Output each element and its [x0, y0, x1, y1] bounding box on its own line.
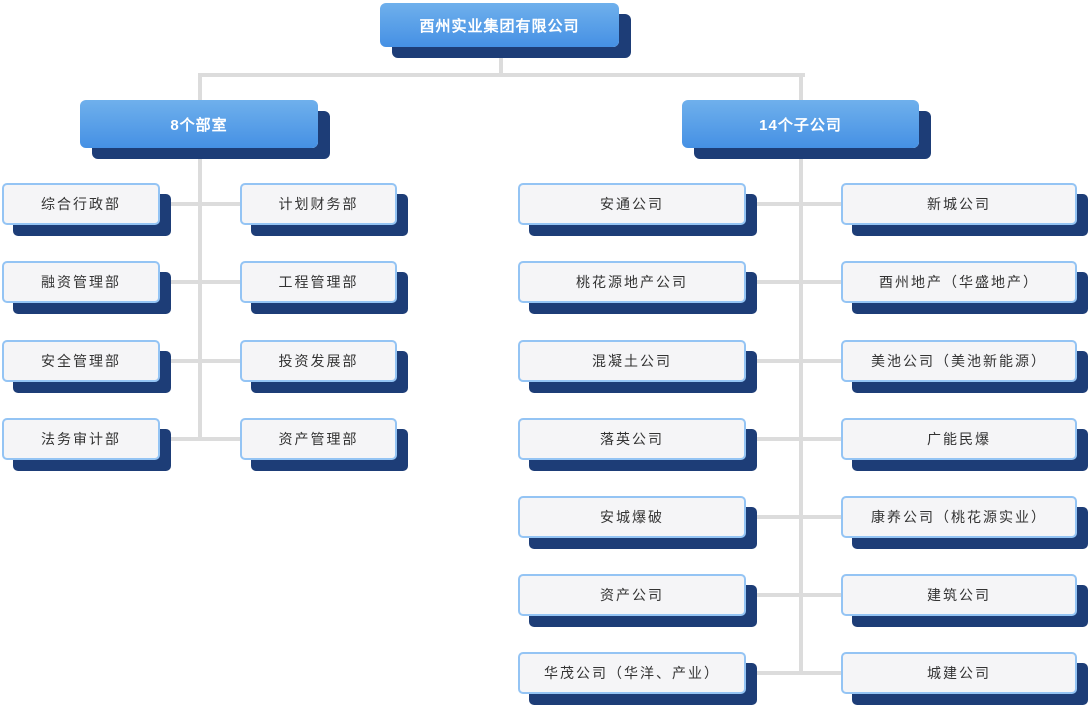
subsidiary-label: 安城爆破: [600, 509, 664, 525]
dept-node: 计划财务部: [240, 183, 397, 225]
subsidiary-label: 建筑公司: [927, 587, 991, 603]
dept-label: 资产管理部: [278, 431, 359, 447]
subsidiary-node: 新城公司: [841, 183, 1077, 225]
dept-node: 综合行政部: [2, 183, 160, 225]
dept-node: 资产管理部: [240, 418, 397, 460]
root-node-label: 酉州实业集团有限公司: [419, 17, 580, 35]
dept-label: 投资发展部: [278, 353, 359, 369]
subsidiary-label: 华茂公司（华洋、产业）: [544, 665, 720, 681]
subsidiary-label: 广能民爆: [927, 431, 991, 447]
subsidiary-node: 城建公司: [841, 652, 1077, 694]
dept-node: 投资发展部: [240, 340, 397, 382]
subsidiary-node: 安通公司: [518, 183, 746, 225]
dept-node: 安全管理部: [2, 340, 160, 382]
connector-right-row: [740, 437, 850, 441]
subsidiary-label: 美池公司（美池新能源）: [871, 353, 1047, 369]
subsidiary-node: 安城爆破: [518, 496, 746, 538]
dept-label: 法务审计部: [41, 431, 121, 447]
subsidiary-label: 混凝土公司: [592, 353, 672, 369]
subsidiary-label: 落英公司: [600, 431, 664, 447]
dept-node: 工程管理部: [240, 261, 397, 303]
root-node: 酉州实业集团有限公司: [380, 3, 619, 47]
subsidiary-label: 安通公司: [600, 196, 664, 212]
connector-right-row: [740, 359, 850, 363]
subsidiary-node: 混凝土公司: [518, 340, 746, 382]
subsidiary-node: 桃花源地产公司: [518, 261, 746, 303]
dept-label: 安全管理部: [41, 353, 121, 369]
dept-label: 计划财务部: [278, 196, 359, 212]
connector-right-row: [740, 515, 850, 519]
subsidiary-label: 桃花源地产公司: [576, 274, 688, 290]
connector-right-row: [740, 593, 850, 597]
connector-right-row: [740, 280, 850, 284]
dept-label: 工程管理部: [278, 274, 359, 290]
dept-node: 法务审计部: [2, 418, 160, 460]
subsidiary-label: 康养公司（桃花源实业）: [871, 509, 1047, 525]
connector-top-horizontal: [198, 73, 805, 77]
connector-right-row: [740, 202, 850, 206]
subsidiary-node: 酉州地产（华盛地产）: [841, 261, 1077, 303]
connector-left-row: [150, 437, 250, 441]
left-branch-header: 8个部室: [80, 100, 318, 148]
left-branch-label: 8个部室: [170, 116, 228, 134]
subsidiary-node: 落英公司: [518, 418, 746, 460]
connector-right-row: [740, 671, 850, 675]
right-branch-label: 14个子公司: [759, 116, 842, 134]
subsidiary-node: 资产公司: [518, 574, 746, 616]
subsidiary-node: 建筑公司: [841, 574, 1077, 616]
dept-node: 融资管理部: [2, 261, 160, 303]
subsidiary-label: 新城公司: [927, 196, 991, 212]
connector-left-branch-drop: [198, 73, 202, 104]
subsidiary-node: 康养公司（桃花源实业）: [841, 496, 1077, 538]
connector-left-row: [150, 280, 250, 284]
connector-left-trunk: [198, 150, 202, 441]
connector-root-drop: [499, 45, 503, 77]
dept-label: 融资管理部: [41, 274, 121, 290]
right-branch-header: 14个子公司: [682, 100, 919, 148]
connector-right-branch-drop: [799, 73, 803, 104]
subsidiary-node: 美池公司（美池新能源）: [841, 340, 1077, 382]
connector-left-row: [150, 359, 250, 363]
dept-label: 综合行政部: [41, 196, 121, 212]
subsidiary-label: 城建公司: [927, 665, 991, 681]
subsidiary-node: 华茂公司（华洋、产业）: [518, 652, 746, 694]
connector-right-trunk: [799, 150, 803, 675]
connector-left-row: [150, 202, 250, 206]
subsidiary-label: 酉州地产（华盛地产）: [879, 274, 1039, 290]
subsidiary-node: 广能民爆: [841, 418, 1077, 460]
subsidiary-label: 资产公司: [600, 587, 664, 603]
